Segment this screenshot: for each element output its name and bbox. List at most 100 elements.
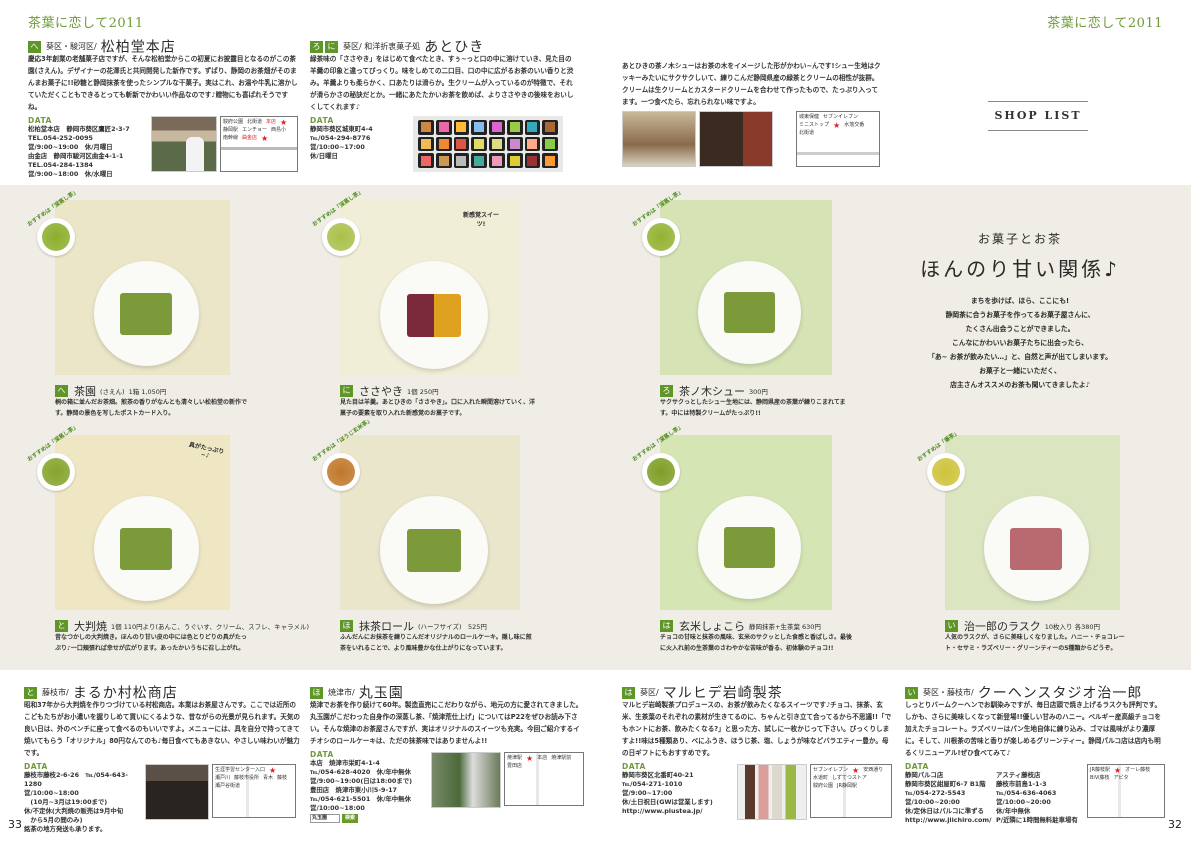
sweet-box — [524, 136, 541, 152]
map-label: 瀬戸谷街道 — [215, 783, 241, 789]
shop-area: 葵区/ — [640, 688, 659, 697]
sweet — [406, 528, 461, 572]
data-line: 営/10:00~17:00 — [310, 143, 365, 151]
product-name: 茶園 — [74, 384, 96, 398]
shop-header: ほ焼津市/丸玉園 — [310, 682, 586, 702]
shop-description: あとひきの茶ノ木シューはお茶の木をイメージした形がかわい~んです!シュー生地はク… — [622, 62, 881, 106]
search-input[interactable]: 丸玉園 — [310, 814, 340, 823]
data-line: 由金店 静岡市駿河区曲金4-1-1 — [28, 152, 124, 160]
map-label: オーレ藤枝 — [1125, 767, 1151, 773]
tea-cup — [927, 453, 965, 491]
star-icon: ★ — [852, 766, 860, 775]
product-description: サクサクっとしたシュー生地には、静岡県産の茶葉が練りこまれてます。中には特製クリ… — [660, 399, 846, 417]
shop-info-row: DATA 静岡市葵区城東町4-4 ℡/054-294-8776 営/10:00~… — [310, 116, 574, 172]
shop-header: へ葵区・駿河区/松柏堂本店 — [28, 36, 298, 56]
plate — [93, 261, 199, 367]
star-icon: ★ — [833, 121, 841, 130]
intro-kicker: お菓子とお茶 — [977, 232, 1062, 246]
intro-line: まちを歩けば、ほら、ここにも! — [970, 297, 1070, 305]
map-label: 藤枝市役所 — [234, 775, 260, 781]
shop-photo — [622, 111, 696, 167]
data-line: から5月の間のみ) — [24, 816, 83, 824]
search-button[interactable]: 検索 — [342, 814, 358, 823]
shop-column-shohakudo: へ葵区・駿河区/松柏堂本店 慶応3年創業の老舗菓子店ですが、そんな松柏堂からこの… — [28, 36, 298, 179]
product-description: 人気のラスクが、さらに美味しくなりました。ハニー・チョコレート・セサミ・ラズベリ… — [945, 634, 1125, 652]
data-heading: DATA — [310, 116, 334, 125]
shop-area: 藤枝市/ — [42, 688, 69, 697]
data-line: 営/9:00~19:00 休/月曜日 — [28, 143, 113, 151]
product-badge: と — [55, 619, 68, 632]
data-line: 静岡パルコ店 — [905, 771, 944, 779]
data-line: 藤枝市藤枝2-6-26 ℡/054-643-1280 — [24, 771, 128, 788]
shop-column-atohiki: ろに葵区/ 和洋折衷菓子処あとひき 緑茶味の「ささやき」をはじめて食べたとき、す… — [310, 36, 574, 172]
shop-description: しっとりバームクーヘンでお馴染みですが、毎日店頭で焼き上げるラスクも評判です。し… — [905, 701, 1162, 757]
product-price: 1個 110円より(あんこ、うぐいす、クリーム、スフレ、キャラメル) — [111, 622, 310, 631]
map-label: 水道町 — [813, 775, 829, 781]
product-price: 10枚入り 各380円 — [1044, 622, 1101, 631]
map-label: 瀬戸川 — [215, 775, 231, 781]
map-road — [843, 765, 846, 817]
map-label: 北街道 — [247, 119, 263, 125]
data-line: 営/10:00~20:00 — [996, 798, 1051, 806]
map-label: 生涯学習センター入口 — [215, 767, 266, 773]
shop-area: 焼津市/ — [328, 688, 355, 697]
shop-badge: に — [325, 40, 338, 53]
data-line: 静岡市葵区城東町4-4 — [310, 125, 373, 133]
map-label: 本店 — [537, 755, 548, 761]
data-line: 営/9:00~18:00 休/水曜日 — [28, 170, 113, 178]
map-label: 青木 — [263, 775, 274, 781]
shop-column: は葵区/マルヒデ岩崎製茶マルヒデ岩崎製茶プロデュースの、お茶が飲みたくなるスイー… — [622, 682, 894, 820]
sweet-box — [542, 120, 558, 135]
plate — [93, 496, 199, 602]
tea-cup — [322, 218, 360, 256]
product-name: 大判焼 — [74, 619, 107, 633]
shop-area: 葵区・駿河区/ — [46, 42, 97, 51]
product-price: 1個 250円 — [407, 387, 439, 396]
sweet-box — [418, 136, 434, 152]
map-label: しずてつストア — [832, 775, 867, 781]
sweet-box — [489, 153, 505, 168]
shop-description: マルヒデ岩崎製茶プロデュースの、お茶が飲みたくなるスイーツです♪チョコ、抹茶、玄… — [622, 701, 892, 757]
map-label: 北街道 — [799, 130, 815, 136]
product-badge: は — [660, 619, 673, 632]
shop-map: 城東保健 セブンイレブン ミニストップ ★ 水落交番 北街道 — [796, 111, 880, 167]
intro-line: お菓子と一緒にいただく、 — [979, 367, 1061, 375]
plate — [379, 496, 488, 605]
product-description: チョコの甘味と抹茶の風味、玄米のサクッとした食感と香ばしさ。最後に火入れ前の生茶… — [660, 634, 853, 652]
shop-info-row: 城東保健 セブンイレブン ミニストップ ★ 水落交番 北街道 — [622, 111, 884, 167]
tea-cup — [37, 453, 75, 491]
sweet-box — [435, 120, 452, 135]
plate — [697, 496, 802, 600]
sweet — [119, 527, 173, 570]
product-name: ささやき — [359, 384, 403, 398]
sweet — [119, 292, 173, 335]
map-label: 安西通り — [863, 767, 884, 773]
data-line: (10月~3月は19:00まで) — [24, 798, 108, 806]
intro-line: こんなにかわいいお菓子たちに出会ったら、 — [952, 339, 1088, 347]
shop-data: DATA 松柏堂本店 静岡市葵区鷹匠2-3-7 TEL.054-252-0095… — [28, 116, 148, 179]
product-photo — [660, 200, 832, 375]
page-number-left: 33 — [8, 818, 22, 831]
map-label: 西島小 — [271, 127, 287, 133]
map-label: アピタ — [1113, 775, 1129, 781]
product-title: へ茶園(さえん)1箱 1,050円 — [55, 380, 166, 399]
sweet-box — [506, 120, 523, 135]
sweet-box — [542, 136, 558, 152]
data-line: アスティ藤枝店 — [996, 771, 1041, 779]
map-label: 本店 — [266, 119, 277, 125]
tea-cup — [322, 453, 360, 491]
shop-badge: と — [24, 686, 37, 699]
plate — [379, 261, 488, 370]
shop-map: 焼津駅★本店焼津駅前豊田店 — [504, 752, 584, 806]
plate — [983, 496, 1089, 602]
shop-column: い葵区・藤枝市/クーヘンスタジオ治一郎しっとりバームクーヘンでお馴染みですが、毎… — [905, 682, 1167, 825]
shop-photo — [699, 111, 773, 167]
map-label: 駿府公園 — [813, 783, 834, 789]
sweet-box — [471, 136, 487, 152]
sweet-box — [435, 136, 452, 152]
